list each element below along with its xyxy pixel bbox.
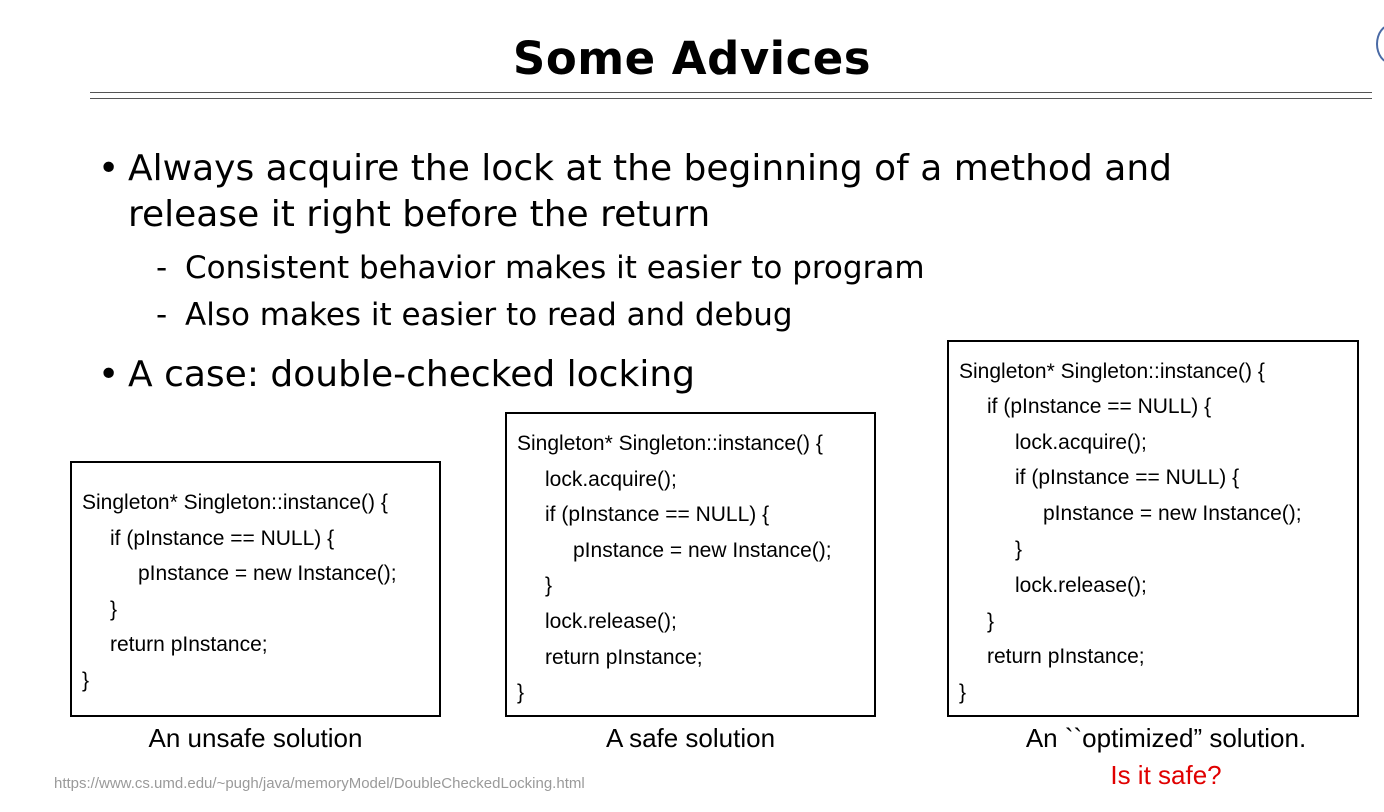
source-link[interactable]: https://www.cs.umd.edu/~pugh/java/memory… <box>54 775 585 792</box>
bullet-double-checked: • A case: double-checked locking <box>98 352 1298 398</box>
code-line: if (pInstance == NULL) { <box>1015 466 1240 489</box>
code-line: } <box>545 574 553 597</box>
code-line: if (pInstance == NULL) { <box>545 503 770 526</box>
code-line: } <box>82 669 90 692</box>
slide-title: Some Advices <box>512 32 872 85</box>
code-line: } <box>959 681 967 704</box>
code-line: return pInstance; <box>545 646 703 669</box>
sub-bullet-text: Also makes it easier to read and debug <box>185 297 793 333</box>
code-line: pInstance = new Instance(); <box>1043 502 1302 525</box>
code-line: } <box>517 681 525 704</box>
code-line: if (pInstance == NULL) { <box>987 395 1212 418</box>
code-line: pInstance = new Instance(); <box>138 562 397 585</box>
code-line: lock.acquire(); <box>1015 431 1147 454</box>
code-box-optimized: Singleton* Singleton::instance() { if (p… <box>947 340 1359 717</box>
code-box-safe: Singleton* Singleton::instance() { lock.… <box>505 412 876 717</box>
caption-safe: A safe solution <box>605 723 776 753</box>
code-line: Singleton* Singleton::instance() { <box>959 360 1265 383</box>
title-rule-bottom <box>90 98 1372 99</box>
code-box-unsafe: Singleton* Singleton::instance() { if (p… <box>70 461 441 717</box>
bullet-lock-advice: • Always acquire the lock at the beginni… <box>98 146 1298 238</box>
code-line: lock.release(); <box>1015 574 1147 597</box>
sub-bullet-marker: - <box>156 250 168 286</box>
code-line: return pInstance; <box>987 645 1145 668</box>
code-line: Singleton* Singleton::instance() { <box>82 491 388 514</box>
caption-optimized: An ``optimized” solution. <box>1025 723 1307 753</box>
bullet-text: Always acquire the lock at the beginning… <box>128 148 1172 235</box>
code-line: Singleton* Singleton::instance() { <box>517 432 823 455</box>
title-rule-top <box>90 92 1372 93</box>
bullet-text: A case: double-checked locking <box>128 354 695 395</box>
sub-bullet-marker: - <box>156 297 168 333</box>
code-line: lock.release(); <box>545 610 677 633</box>
sub-bullet-text: Consistent behavior makes it easier to p… <box>185 250 925 286</box>
code-line: if (pInstance == NULL) { <box>110 527 335 550</box>
code-line: } <box>1015 538 1023 561</box>
code-line: lock.acquire(); <box>545 468 677 491</box>
code-line: } <box>110 598 118 621</box>
bullet-marker: • <box>98 148 120 189</box>
safety-question: Is it safe? <box>1110 760 1222 790</box>
code-line: return pInstance; <box>110 633 268 656</box>
caption-unsafe: An unsafe solution <box>148 723 363 753</box>
code-line: pInstance = new Instance(); <box>573 539 832 562</box>
bullet-marker: • <box>98 354 120 395</box>
code-line: } <box>987 610 995 633</box>
